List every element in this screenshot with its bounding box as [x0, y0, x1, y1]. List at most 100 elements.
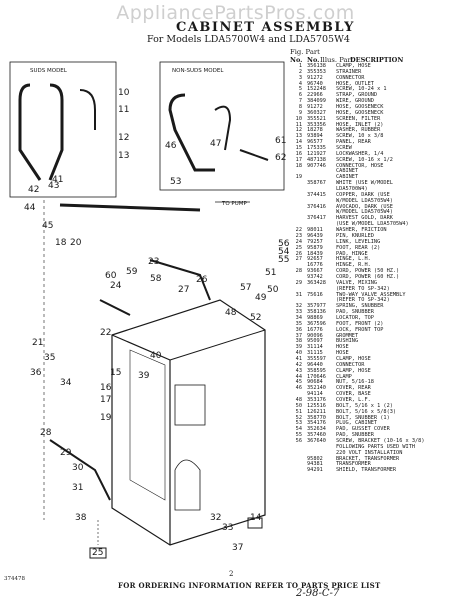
- callout-41: 41: [52, 175, 63, 185]
- parts-row-part: 95097: [307, 338, 323, 345]
- parts-row-part: 352140: [307, 385, 326, 392]
- parts-row-description: (USE W/MODEL LDA5705W4): [336, 221, 409, 228]
- parts-row-part: 31114: [307, 344, 323, 351]
- parts-row-no: 52: [295, 414, 302, 421]
- parts-row-part: 121927: [307, 150, 326, 157]
- parts-row-part: 22966: [307, 92, 323, 99]
- parts-row-no: 8: [298, 104, 302, 111]
- parts-row-description: WHITE (USE W/MODEL: [336, 180, 393, 187]
- outlet-hose: [59, 203, 201, 212]
- parts-row-no: 10: [295, 115, 302, 122]
- footer-note: FOR ORDERING INFORMATION REFER TO PARTS …: [118, 581, 381, 590]
- parts-row-description: TWO-WAY VALVE ASSEMBLY: [336, 291, 406, 298]
- parts-row-description: PANEL, REAR: [336, 139, 371, 146]
- parts-row-no: 3: [298, 74, 302, 81]
- parts-header-line2: Illus. Part: [320, 56, 354, 64]
- parts-row-part: 353176: [307, 396, 326, 403]
- parts-row-description: PAD, SNUBBER: [336, 432, 374, 439]
- parts-row-part: 79257: [307, 238, 323, 245]
- cabinet-top-edge: [169, 329, 266, 361]
- parts-row-no: 27: [295, 256, 302, 263]
- parts-row-part: 384099: [307, 98, 326, 105]
- parts-row-part: 98011: [307, 227, 323, 234]
- parts-row-part: 356138: [307, 63, 326, 69]
- parts-row-part: 18278: [307, 127, 323, 134]
- parts-row-description: LOCKWASHER, 1/4: [336, 150, 384, 157]
- parts-row-no: 37: [295, 332, 302, 339]
- parts-row-description: LOCK, FRONT TOP: [336, 326, 384, 333]
- parts-row-part: 96439: [307, 232, 323, 239]
- parts-row-description: PAD, GUSSET COVER: [336, 426, 390, 433]
- parts-row-description: CONNECTOR: [336, 74, 365, 81]
- parts-row: 16 121927 LOCKWASHER, 1/4: [290, 150, 470, 158]
- parts-row-description: W/MODEL LDA5705W4): [336, 197, 393, 204]
- parts-row-part: 357977: [307, 303, 326, 310]
- parts-row-no: 41: [295, 355, 302, 362]
- parts-row-no: 56: [295, 438, 302, 444]
- parts-row-part: 94381: [307, 461, 323, 468]
- callout-32: 32: [210, 513, 221, 523]
- parts-row-no: 22: [295, 227, 302, 234]
- parts-row-description: AVOCADO, DARK (USE: [336, 203, 393, 210]
- cabinet-body: [111, 299, 266, 546]
- callout-48: 48: [225, 308, 237, 318]
- parts-row-part: 90684: [307, 379, 323, 386]
- parts-row-part: 18439: [307, 250, 323, 257]
- parts-row-description: COVER, REAR: [336, 385, 371, 392]
- parts-row: FOLLOWING PARTS USED WITH: [290, 444, 470, 451]
- parts-row-part: 363428: [307, 279, 326, 286]
- parts-row-part: 152248: [307, 86, 326, 93]
- parts-row-no: 34: [295, 314, 302, 321]
- parts-row-description: GROMMET: [336, 332, 359, 339]
- parts-row-part: 75616: [307, 291, 323, 298]
- parts-row-no: 15: [295, 145, 302, 152]
- callout-59: 59: [126, 267, 138, 277]
- parts-row-description: LINK, LEVELING: [336, 238, 381, 245]
- parts-row-description: WASHER, RUBBER: [336, 127, 381, 134]
- parts-row-no: 14: [295, 139, 302, 146]
- parts-row-description: HOSE, INLET (2): [336, 121, 384, 128]
- parts-row-no: 16: [295, 150, 302, 157]
- callout-38: 38: [75, 513, 87, 523]
- callout-61: 61: [275, 136, 286, 146]
- parts-row-description: COVER, BASE: [336, 391, 371, 398]
- parts-row-part: 96740: [307, 80, 323, 87]
- parts-row: W/MODEL LDA5705W4): [290, 210, 470, 216]
- gooseneck-hose: [168, 93, 215, 172]
- parts-row: CABINET: [290, 169, 470, 175]
- parts-row-part: 360327: [307, 109, 326, 116]
- callout-31: 31: [72, 483, 83, 493]
- parts-row: W/MODEL LDA5705W4): [290, 197, 470, 205]
- parts-row-description: TRANSFORMER: [336, 461, 371, 468]
- parts-row-description: CONNECTOR, HOSE: [336, 162, 384, 169]
- parts-row-no: 53: [295, 420, 302, 427]
- parts-row-no: 32: [295, 303, 302, 310]
- parts-row-part: 94291: [307, 467, 323, 474]
- parts-row-no: 18: [295, 162, 302, 169]
- parts-row-no: 1: [298, 63, 302, 69]
- callout-27: 27: [178, 285, 189, 295]
- callout-34: 34: [60, 378, 72, 388]
- parts-row-description: HARVEST GOLD, DARK: [336, 215, 393, 222]
- parts-row-no: 17: [295, 156, 302, 163]
